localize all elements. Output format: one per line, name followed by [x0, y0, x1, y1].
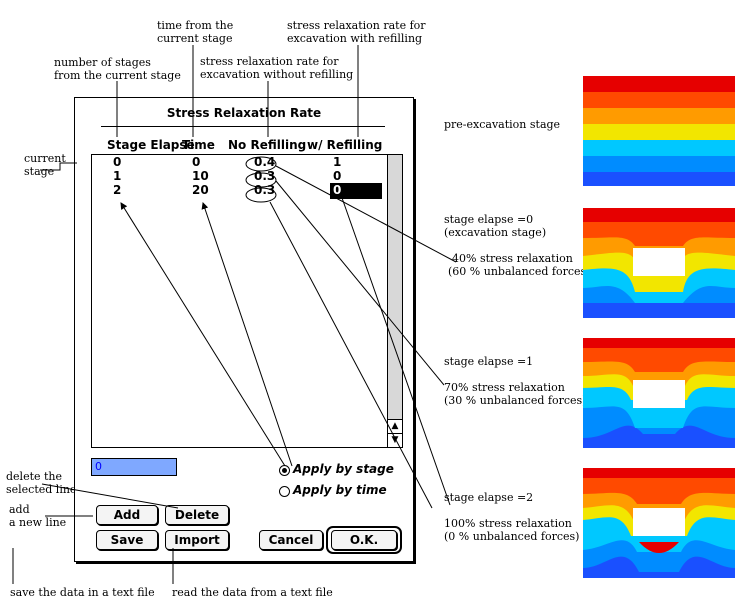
radio-label-apply-by-time[interactable]: Apply by time — [293, 483, 387, 497]
table-cell-with-refill[interactable]: 0 — [333, 169, 342, 183]
add-button[interactable]: Add — [96, 505, 158, 525]
annotation-read-text-file: read the data from a text file — [172, 586, 333, 599]
stress-relaxation-dialog: Stress Relaxation Rate Stage Elapse Time… — [74, 97, 414, 562]
radio-label-apply-by-stage[interactable]: Apply by stage — [293, 462, 394, 476]
column-header-time: Time — [182, 138, 215, 152]
title-divider — [101, 126, 385, 127]
cell-edit-field[interactable]: 0 — [91, 458, 177, 476]
relaxation-table[interactable]: 0 0 0.4 1 1 10 0.3 0 2 20 0.3 0 ▲ ▼ — [91, 154, 403, 448]
annotation-save-text-file: save the data in a text file — [10, 586, 155, 599]
default-button-ring — [326, 526, 402, 554]
import-button[interactable]: Import — [165, 530, 229, 550]
table-cell-time[interactable]: 20 — [192, 183, 209, 197]
table-cell-stage[interactable]: 2 — [113, 183, 122, 197]
ok-button[interactable]: O.K. — [331, 530, 397, 550]
table-cell-with-refill-selected[interactable]: 0 — [330, 183, 382, 199]
panel-caption-stage-2: stage elapse =2 100% stress relaxation(0… — [444, 491, 580, 543]
delete-button[interactable]: Delete — [165, 505, 229, 525]
contour-map-stage-2 — [583, 468, 735, 578]
cancel-button[interactable]: Cancel — [259, 530, 323, 550]
column-header-stage: Stage Elapse — [107, 138, 195, 152]
scroll-up-arrow-icon[interactable]: ▲ — [388, 419, 402, 433]
panel-caption-stage-0: stage elapse =0(excavation stage) 40% st… — [444, 213, 591, 278]
table-cell-stage[interactable]: 0 — [113, 155, 122, 169]
scroll-down-arrow-icon[interactable]: ▼ — [388, 433, 402, 447]
contour-map-pre-excavation — [583, 76, 735, 186]
table-cell-time[interactable]: 10 — [192, 169, 209, 183]
contour-map-stage-1 — [583, 338, 735, 448]
table-cell-with-refill[interactable]: 1 — [333, 155, 342, 169]
table-cell-no-refill[interactable]: 0.3 — [254, 169, 276, 183]
table-cell-time[interactable]: 0 — [192, 155, 201, 169]
panel-caption-pre-excavation: pre-excavation stage — [444, 118, 561, 131]
contour-map-stage-0 — [583, 208, 735, 318]
column-header-with-refill: w/ Refilling — [307, 138, 383, 152]
table-scrollbar[interactable]: ▲ ▼ — [387, 155, 402, 447]
panel-caption-stage-1: stage elapse =1 70% stress relaxation(30… — [444, 355, 587, 407]
dialog-title: Stress Relaxation Rate — [166, 106, 322, 120]
table-cell-stage[interactable]: 1 — [113, 169, 122, 183]
column-header-no-refill: No Refilling — [228, 138, 307, 152]
save-button[interactable]: Save — [96, 530, 158, 550]
radio-apply-by-time[interactable] — [279, 486, 290, 497]
